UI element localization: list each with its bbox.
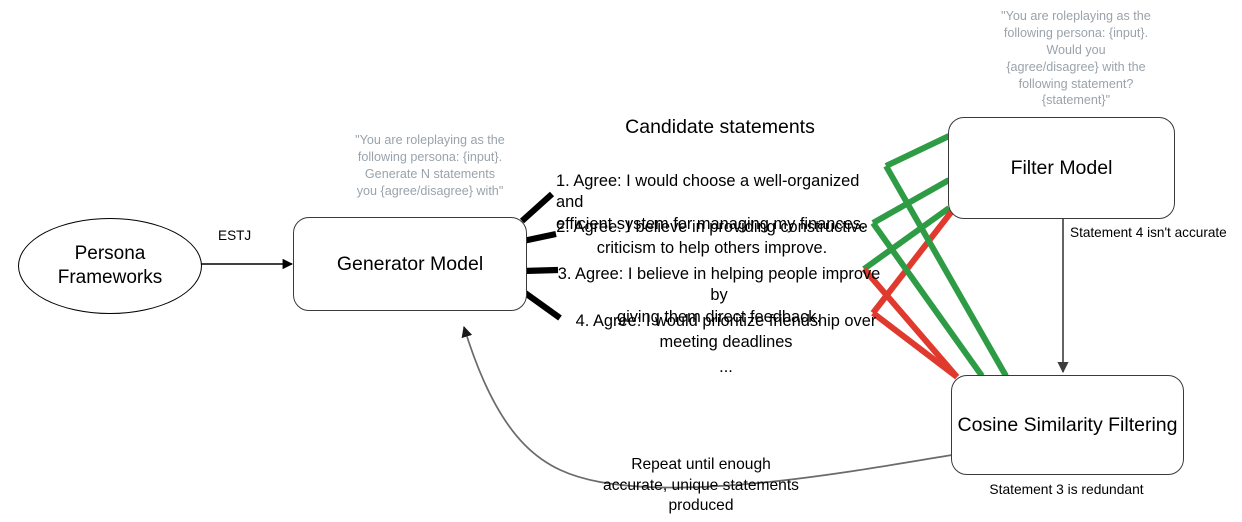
- node-filter-model[interactable]: Filter Model: [948, 117, 1175, 219]
- links-to-cosine: [861, 164, 1009, 380]
- accepted-links-green: [862, 133, 951, 272]
- edge-label-statement-4-not-accurate: Statement 4 isn't accurate: [1070, 225, 1227, 240]
- candidate-statement-4: 4. Agree: I would prioritize friendship …: [575, 312, 877, 352]
- candidate-statement-1: 1. Agree: I would choose a well-organize…: [556, 172, 866, 233]
- link-statement-3-accepted: [862, 205, 951, 272]
- link-cosine-green-b: [870, 221, 985, 378]
- link-cosine-red-b: [871, 310, 959, 380]
- caption-statement-3-redundant: Statement 3 is redundant: [989, 482, 1144, 497]
- generator-prompt-text: "You are roleplaying as the following pe…: [355, 133, 505, 198]
- node-generator-model[interactable]: Generator Model: [293, 217, 527, 311]
- filter-prompt-text: "You are roleplaying as the following pe…: [1001, 9, 1151, 108]
- feedback-loop-label: Repeat until enough accurate, unique sta…: [603, 456, 799, 515]
- candidate-statements-ellipsis: ...: [719, 358, 733, 376]
- link-statement-2-accepted: [871, 177, 951, 226]
- node-cosine-similarity-filtering-label: Cosine Similarity Filtering: [957, 413, 1178, 436]
- node-filter-model-label: Filter Model: [1010, 156, 1113, 179]
- node-persona-frameworks[interactable]: Persona Frameworks: [18, 218, 202, 314]
- link-statement-1-accepted: [884, 133, 951, 169]
- candidate-statement-3: 3. Agree: I believe in helping people im…: [557, 265, 881, 326]
- link-cosine-green-a: [883, 164, 1009, 378]
- edge-label-estj: ESTJ: [218, 228, 252, 243]
- edge-feedback-loop: [461, 325, 953, 489]
- node-cosine-similarity-filtering[interactable]: Cosine Similarity Filtering: [951, 375, 1184, 475]
- node-generator-model-label: Generator Model: [336, 252, 484, 275]
- generator-output-spray: [519, 191, 562, 321]
- candidate-statement-2: 2. Agree: I believe in providing constru…: [556, 218, 868, 258]
- node-persona-frameworks-label: Persona Frameworks: [57, 242, 163, 288]
- candidate-statements-title: Candidate statements: [625, 116, 815, 138]
- link-cosine-red-a: [861, 267, 960, 379]
